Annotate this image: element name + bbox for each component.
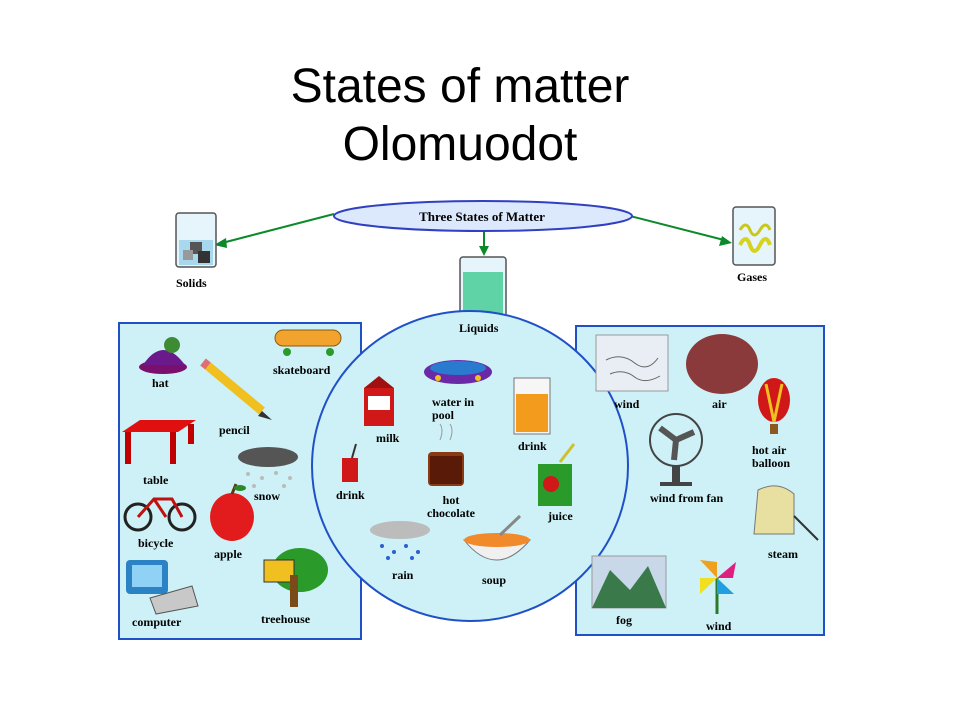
computer-icon: [126, 560, 199, 615]
solid-item-label: bicycle: [138, 536, 174, 550]
steam-iron-icon: [753, 485, 819, 541]
gas-item-label: fog: [616, 613, 632, 627]
pinwheel-icon: [700, 560, 736, 614]
arrow-to-solids: [221, 213, 335, 244]
wind-map-icon: [595, 334, 669, 392]
water-in-pool-icon: [424, 360, 492, 384]
title-line-finnish: Olomuodot: [342, 118, 578, 171]
milk-icon: [364, 376, 394, 426]
gas-item-label: wind: [614, 397, 640, 411]
center-oval-label: Three States of Matter: [419, 209, 545, 224]
liquid-item-label: hot chocolate: [427, 493, 475, 520]
solid-item-label: skateboard: [273, 363, 331, 377]
arrow-to-solids-head: [214, 238, 227, 248]
slide-title: States of matter Olomuodot: [0, 58, 920, 174]
liquid-item-label: soup: [482, 573, 507, 587]
treehouse-icon: [263, 548, 328, 607]
liquids-beaker-icon: [459, 256, 507, 318]
liquids-circle: [311, 310, 629, 622]
hat-icon: [139, 337, 187, 374]
gas-item-label: wind from fan: [650, 491, 724, 505]
gas-item-label: hot air balloon: [752, 443, 791, 470]
arrow-to-liquids-head: [479, 246, 489, 256]
drink-glass-icon: [513, 377, 551, 435]
category-gases-label: Gases: [737, 270, 767, 284]
gas-item-label: air: [712, 397, 727, 411]
category-liquids-label: Liquids: [459, 321, 499, 335]
solid-item-label: treehouse: [261, 612, 311, 626]
category-solids-label: Solids: [176, 276, 207, 290]
drink-cup-icon: [342, 443, 358, 482]
solid-item-label: hat: [152, 376, 169, 390]
skateboard-icon: [274, 329, 342, 356]
solid-item-label: computer: [132, 615, 182, 629]
arrows: [214, 213, 732, 256]
solid-item-label: snow: [254, 489, 281, 503]
title-line-english: States of matter: [290, 60, 630, 113]
soup-icon: [462, 514, 532, 561]
liquid-item-label: rain: [392, 568, 414, 582]
arrow-to-gases-head: [719, 236, 732, 246]
gas-item-label: wind: [706, 619, 732, 633]
bicycle-icon: [123, 497, 197, 532]
snow-icon: [238, 447, 298, 488]
liquid-item-label: drink: [336, 488, 365, 502]
arrow-to-gases: [629, 215, 725, 241]
solids-beaker-icon: [175, 212, 217, 268]
hot-chocolate-icon: [428, 423, 464, 486]
juice-icon: [538, 443, 576, 506]
fan-icon: [649, 413, 703, 486]
liquid-item-label: drink: [518, 439, 547, 453]
rain-icon: [370, 521, 430, 560]
gas-item-label: steam: [768, 547, 798, 561]
pencil-icon: [200, 358, 272, 420]
table-icon: [122, 420, 196, 464]
liquid-item-label: water in pool: [432, 395, 475, 422]
solid-item-label: apple: [214, 547, 243, 561]
apple-icon: [210, 483, 254, 541]
air-balloon-icon: [686, 334, 758, 394]
gases-beaker-icon: [732, 206, 776, 266]
solid-item-label: table: [143, 473, 169, 487]
liquid-item-label: juice: [548, 509, 573, 523]
liquid-item-label: milk: [376, 431, 400, 445]
hot-air-balloon-icon: [758, 378, 790, 434]
center-oval: [333, 200, 633, 232]
solid-item-label: pencil: [219, 423, 250, 437]
fog-icon: [591, 555, 667, 609]
